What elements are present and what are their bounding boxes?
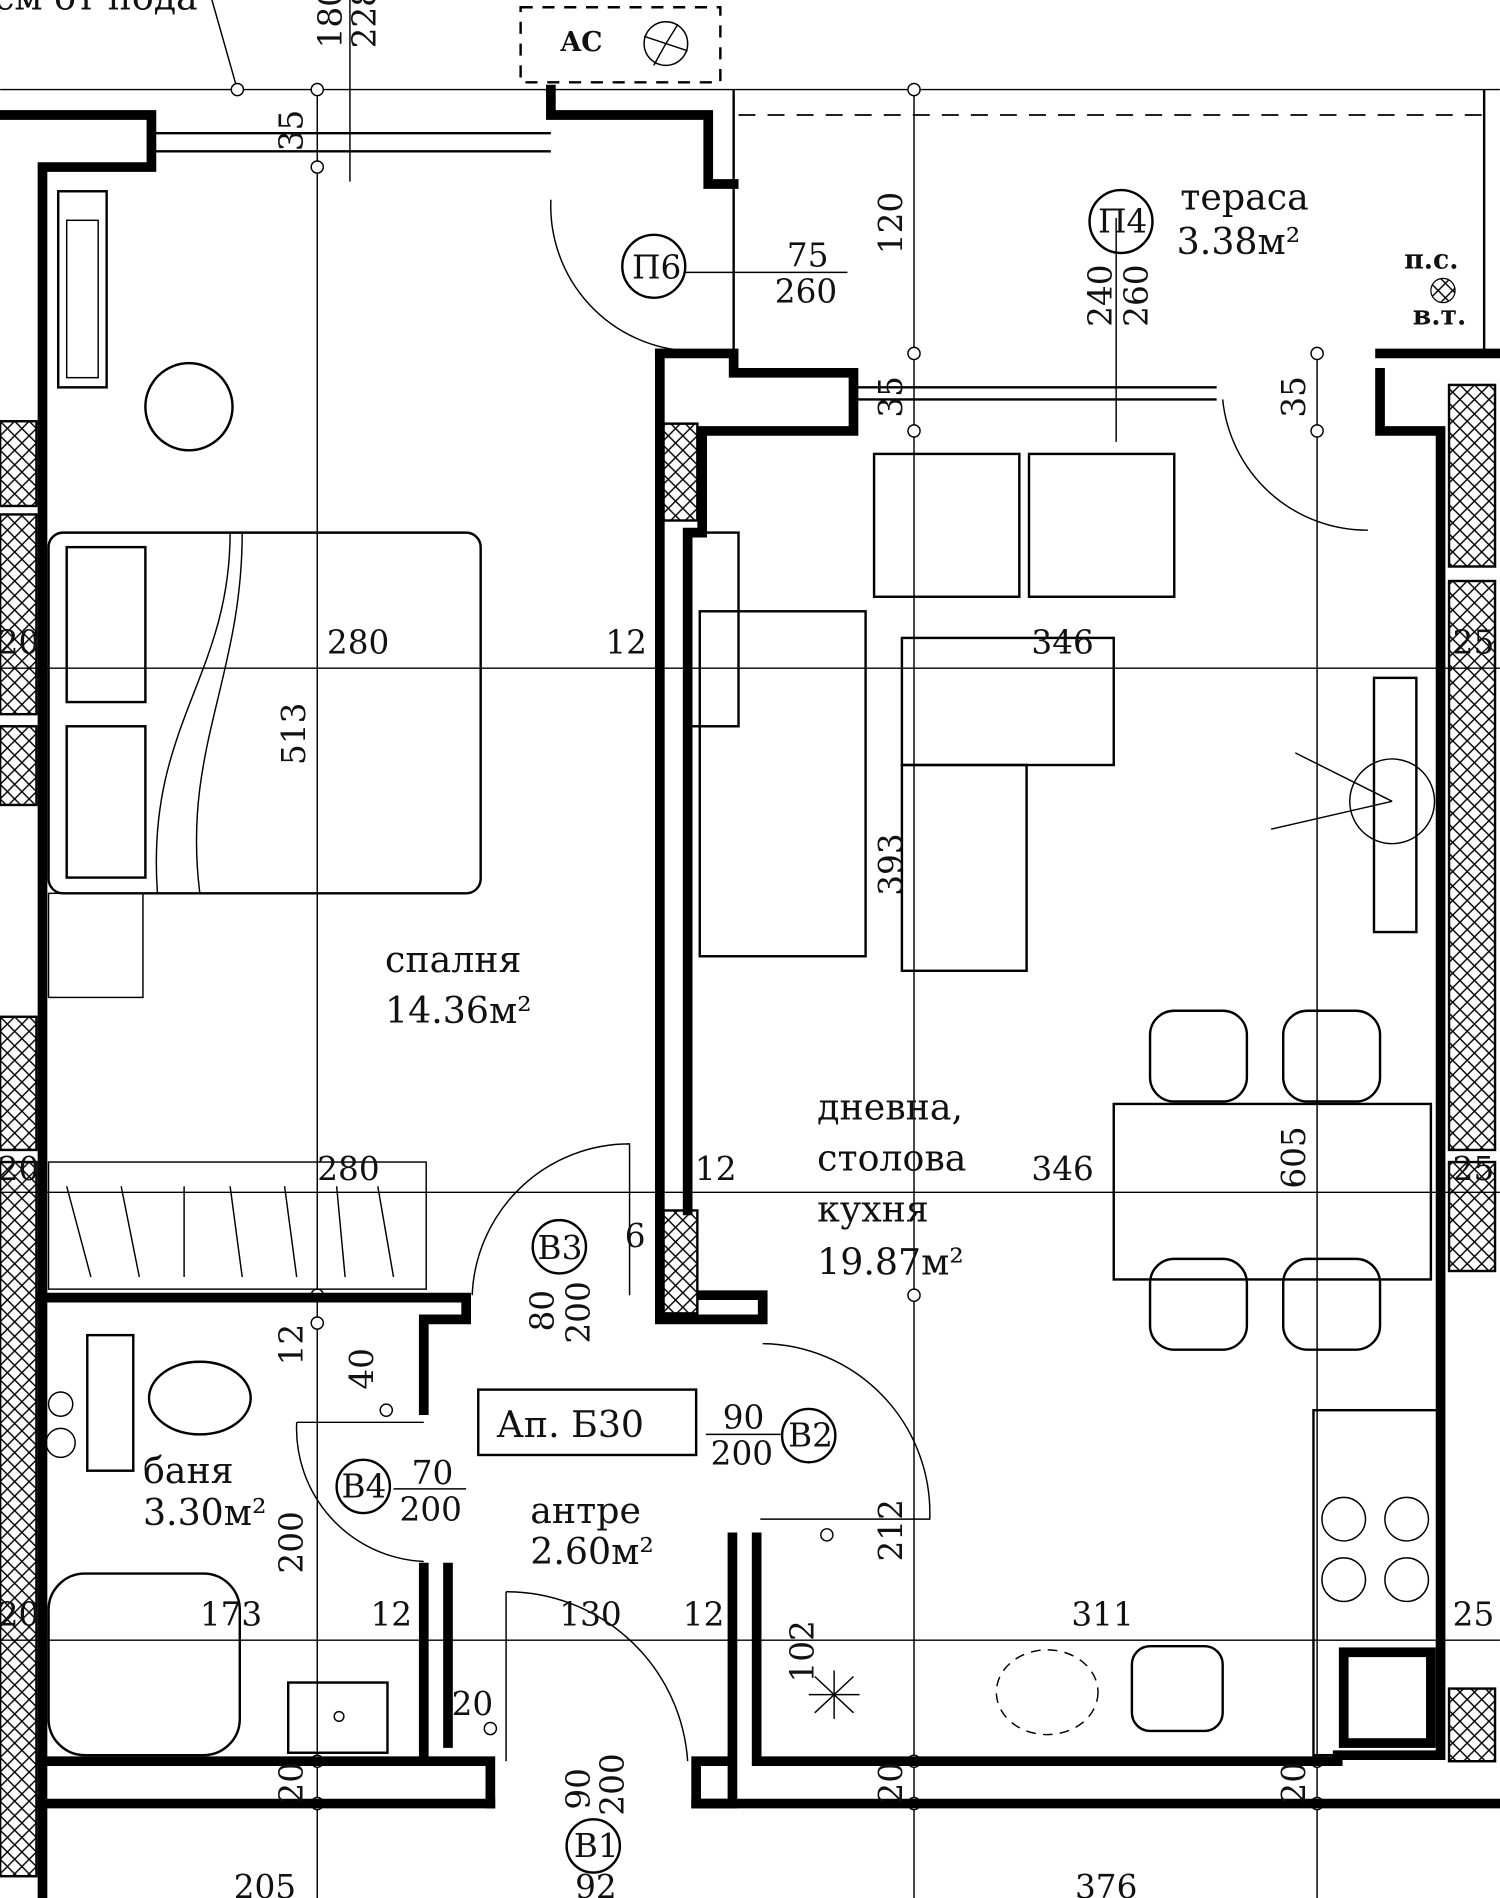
room-name-bedroom: спалня — [385, 938, 521, 981]
dim: 12 — [371, 1596, 413, 1634]
dim: 20 — [0, 1596, 39, 1634]
dim: 200 — [273, 1511, 311, 1573]
dim: 25 — [1453, 1596, 1495, 1634]
door-width: 240 — [1081, 264, 1119, 326]
door-tag: В4 — [341, 1467, 386, 1505]
door-height: 260 — [775, 273, 837, 311]
room-area-living: 19.87м² — [817, 1241, 964, 1284]
room-area-bedroom: 14.36м² — [385, 989, 532, 1032]
note-fragment: см от пода — [0, 0, 198, 19]
door-width: 90 — [723, 1398, 765, 1436]
door-height: 260 — [1118, 264, 1156, 326]
terrace-mark: п.с. — [1404, 245, 1458, 276]
door-tag: В2 — [788, 1416, 833, 1454]
room-area-terrace: 3.38м² — [1177, 220, 1301, 263]
drain-icon — [1430, 277, 1456, 304]
dim: 605 — [1275, 1126, 1313, 1188]
dim: 12 — [605, 624, 647, 662]
dim: 346 — [1031, 624, 1093, 662]
dim: 35 — [872, 376, 910, 418]
dim: 12 — [273, 1324, 311, 1366]
dim: 35 — [1275, 376, 1313, 418]
room-name-living: столова — [817, 1137, 966, 1180]
room-name-living: кухня — [817, 1187, 929, 1230]
apartment-label: Ап. Б30 — [496, 1403, 644, 1446]
room-area-bath: 3.30м² — [143, 1491, 267, 1534]
dim: 35 — [273, 110, 311, 152]
dim: 20 — [1275, 1762, 1313, 1804]
dim: 173 — [200, 1596, 262, 1634]
door-width: 75 — [787, 236, 829, 274]
dim: 212 — [872, 1499, 910, 1561]
door-tag: В3 — [538, 1229, 583, 1267]
door-swings — [295, 199, 1368, 1762]
dim: 228 — [345, 0, 383, 48]
dim: 205 — [234, 1868, 296, 1898]
dim: 25 — [1453, 624, 1495, 662]
dim: 20 — [0, 1150, 39, 1188]
room-name-terrace: тераса — [1180, 175, 1308, 218]
room-name-living: дневна, — [817, 1086, 963, 1129]
dim: 280 — [317, 1150, 379, 1188]
dim: 513 — [275, 703, 313, 765]
door-height: 200 — [711, 1435, 773, 1473]
room-name-bath: баня — [143, 1449, 234, 1492]
door-height: 200 — [560, 1281, 598, 1343]
terrace-mark: в.т. — [1413, 300, 1467, 331]
dim: 280 — [327, 624, 389, 662]
door-height: 200 — [400, 1490, 462, 1528]
door-width: 70 — [412, 1454, 454, 1492]
room-name-hall: антре — [530, 1489, 641, 1532]
fan-icon — [643, 21, 689, 67]
dim: 311 — [1071, 1596, 1133, 1634]
room-area-hall: 2.60м² — [530, 1530, 654, 1573]
door-tag: П6 — [632, 248, 681, 286]
dim: 20 — [452, 1685, 494, 1723]
dim: 25 — [1453, 1150, 1495, 1188]
door-height: 200 — [594, 1753, 632, 1815]
door-width: 80 — [523, 1290, 561, 1332]
dim: 12 — [683, 1596, 725, 1634]
dim: 376 — [1075, 1868, 1137, 1898]
dim: 20 — [273, 1762, 311, 1804]
door-width: 90 — [560, 1768, 598, 1810]
dim: 20 — [0, 624, 39, 662]
dim: 12 — [695, 1150, 737, 1188]
door-tags — [335, 188, 1154, 1874]
door-tag: В1 — [574, 1827, 619, 1865]
door-tag: П4 — [1098, 202, 1147, 240]
dim: 120 — [872, 192, 910, 254]
ac-label: AC — [560, 27, 603, 58]
dim: 130 — [559, 1596, 621, 1634]
snowflake-icon — [808, 1670, 860, 1719]
dim: 40 — [343, 1348, 381, 1390]
dim: 346 — [1031, 1150, 1093, 1188]
dim: 92 — [575, 1868, 617, 1898]
dim: 6 — [625, 1217, 646, 1255]
dim: 20 — [872, 1762, 910, 1804]
dim: 180 — [311, 0, 349, 48]
dim: 102 — [784, 1620, 822, 1682]
dim: 393 — [872, 833, 910, 895]
furniture — [45, 6, 1456, 1757]
